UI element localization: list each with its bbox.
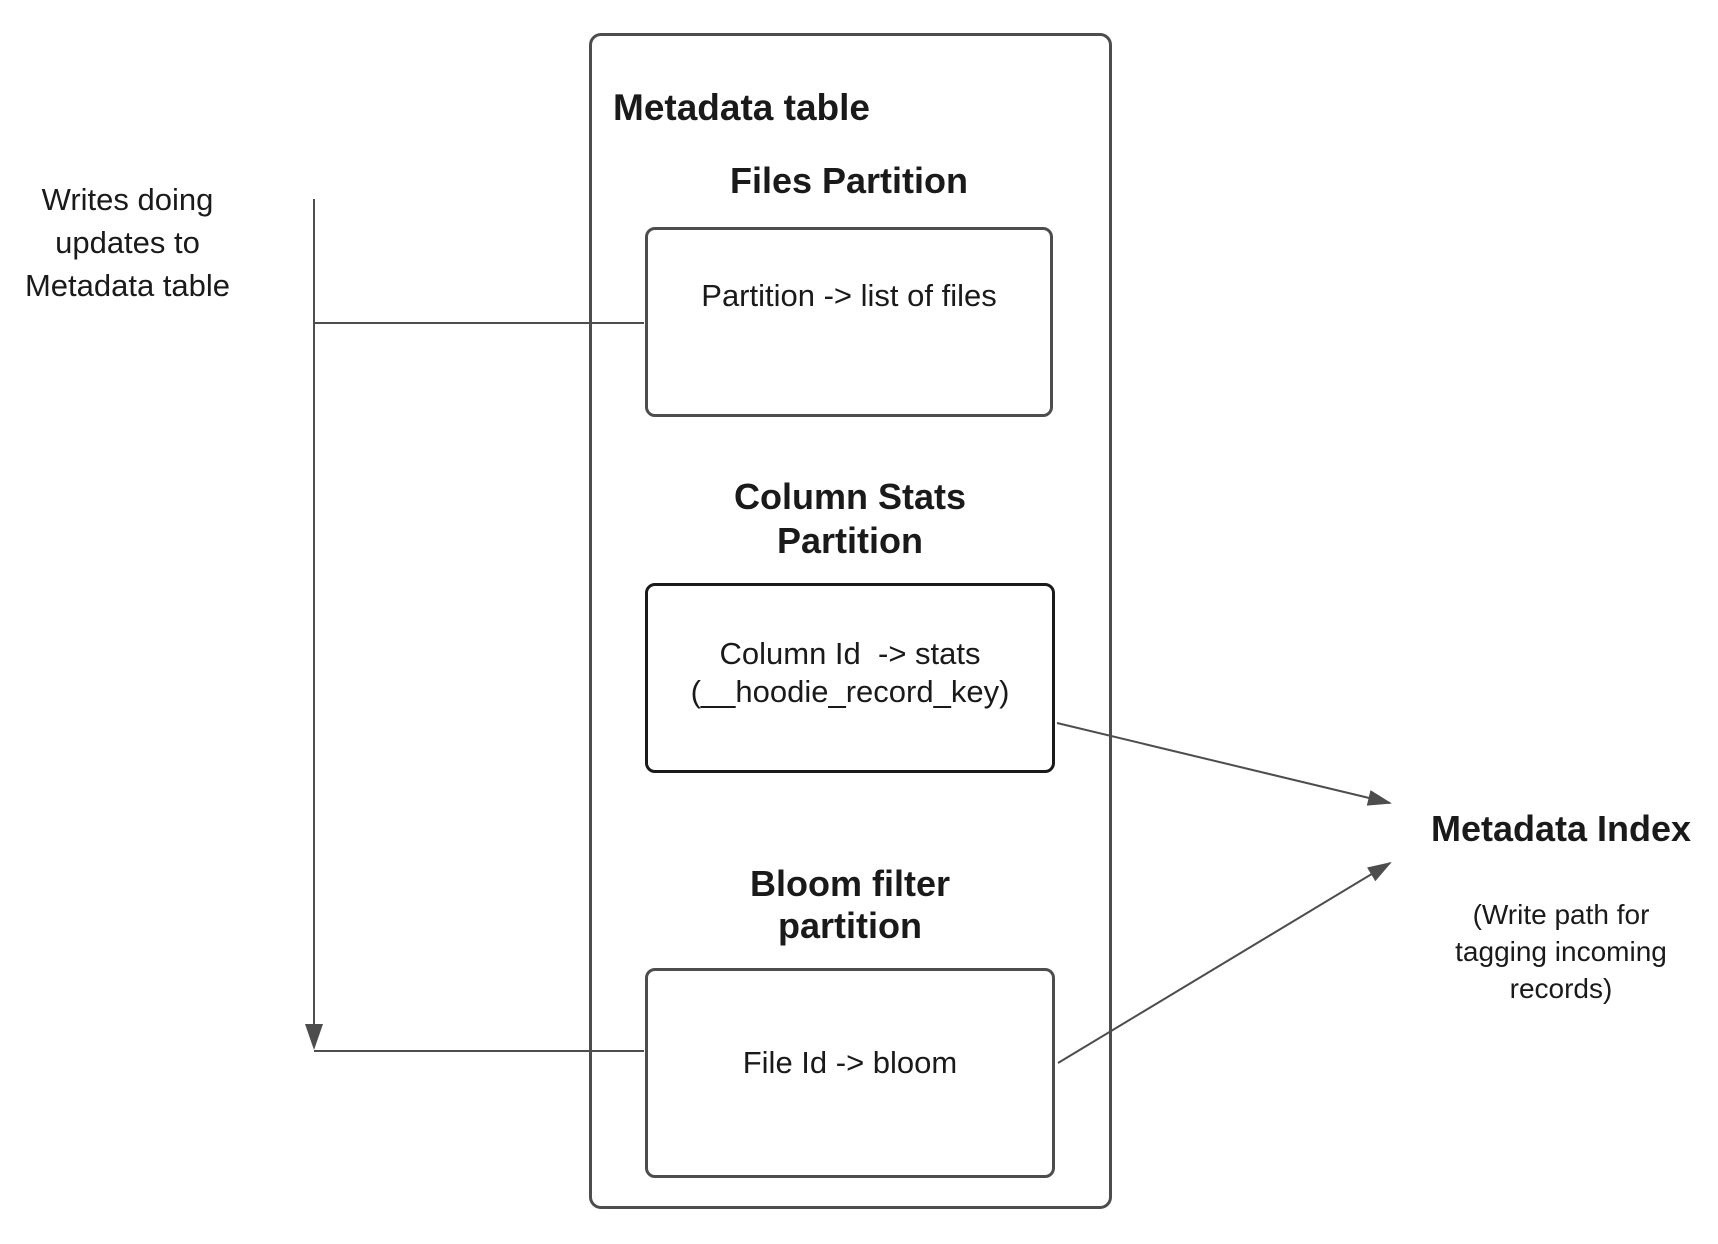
column-stats-partition-body: Column Id -> stats (__hoodie_record_key) — [645, 635, 1055, 711]
writes-label-line-1: Writes doing — [41, 182, 214, 217]
column-stats-partition-heading: Column Stats Partition — [645, 475, 1055, 563]
writes-updates-label: Writes doing updates to Metadata table — [5, 178, 250, 307]
index-note-line-2: tagging incoming — [1455, 936, 1667, 967]
column-stats-heading-line-2: Partition — [776, 520, 923, 561]
metadata-table-box — [589, 33, 1112, 1209]
writes-label-line-2: updates to — [55, 225, 200, 260]
bloom-filter-partition-heading: Bloom filter partition — [645, 863, 1055, 947]
bloom-body-text: File Id -> bloom — [742, 1045, 958, 1080]
bloom-filter-partition-body: File Id -> bloom — [645, 1045, 1055, 1081]
column-stats-partition-box — [645, 583, 1055, 773]
writes-arrow-down-arrowhead — [305, 1024, 323, 1050]
column-stats-body-line-2: (__hoodie_record_key) — [690, 674, 1010, 709]
metadata-index-note: (Write path for tagging incoming records… — [1406, 896, 1716, 1007]
bloom-heading-line-2: partition — [778, 905, 922, 946]
writes-label-line-3: Metadata table — [24, 268, 231, 303]
metadata-table-title: Metadata table — [613, 87, 871, 128]
column-stats-body-line-1: Column Id -> stats — [719, 636, 981, 671]
index-note-line-3: records) — [1509, 973, 1613, 1004]
bloom-filter-partition-box — [645, 968, 1055, 1178]
files-partition-body-text: Partition -> list of files — [701, 278, 997, 313]
files-partition-heading: Files Partition — [729, 160, 969, 201]
column-stats-heading-line-1: Column Stats — [733, 476, 966, 517]
files-partition-box — [645, 227, 1053, 417]
files-partition-body: Partition -> list of files — [645, 278, 1053, 314]
index-note-line-1: (Write path for — [1472, 899, 1650, 930]
metadata-index-title: Metadata Index — [1430, 808, 1692, 849]
bloom-heading-line-1: Bloom filter — [749, 863, 950, 904]
